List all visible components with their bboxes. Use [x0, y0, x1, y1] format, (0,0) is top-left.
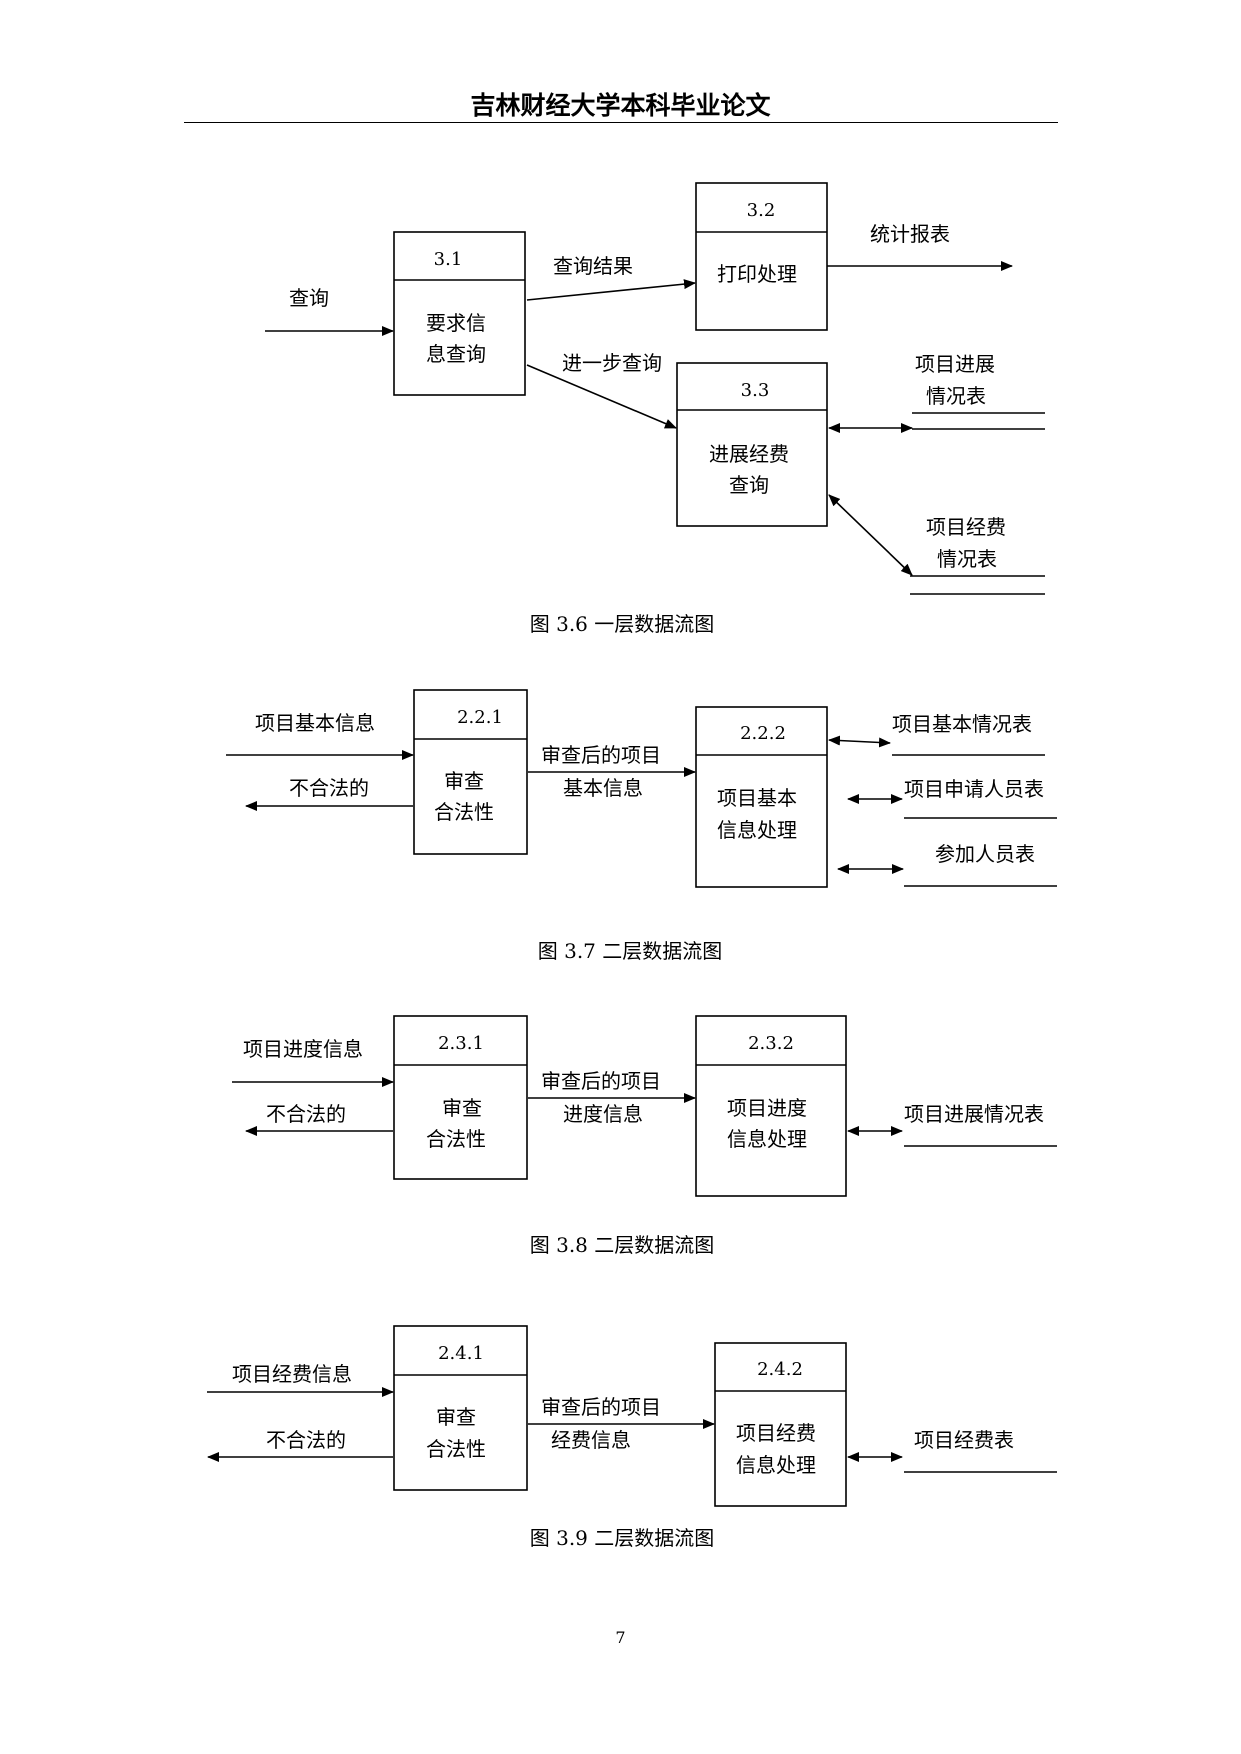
process-label: 审查 — [442, 1096, 482, 1120]
data-store: 项目经费表 — [904, 1428, 1057, 1473]
flow-arrow — [828, 735, 891, 748]
figure-caption: 图 3.9 二层数据流图 — [530, 1526, 715, 1550]
figure-3-7: 2.2.1 审查 合法性 2.2.2 项目基本 信息处理 项目基本信息 不合法的… — [226, 689, 1057, 963]
process-id: 3.3 — [741, 380, 770, 401]
process-label: 合法性 — [434, 800, 494, 824]
process-2-2-1: 2.2.1 审查 合法性 — [413, 689, 528, 855]
process-2-3-1: 2.3.1 审查 合法性 — [393, 1015, 528, 1180]
flow-label: 项目进度信息 — [243, 1037, 363, 1061]
process-label: 审查 — [444, 769, 484, 793]
figure-3-6: 3.1 要求信 息查询 3.2 打印处理 3.3 进展经费 查询 查询 查询结果… — [265, 182, 1045, 636]
process-3-3: 3.3 进展经费 查询 — [676, 362, 828, 527]
data-store: 项目进展 情况表 — [912, 352, 1045, 430]
process-id: 2.2.1 — [457, 707, 503, 728]
figure-3-8: 2.3.1 审查 合法性 2.3.2 项目进度 信息处理 项目进度信息 不合法的… — [232, 1015, 1057, 1257]
store-label: 参加人员表 — [935, 842, 1035, 866]
flow-arrow — [526, 279, 696, 301]
flow-label: 查询结果 — [553, 254, 633, 278]
figure-caption: 图 3.6 一层数据流图 — [530, 612, 715, 636]
store-label: 项目经费表 — [914, 1428, 1014, 1452]
flow-label: 基本信息 — [563, 776, 643, 800]
process-id: 2.4.1 — [438, 1343, 484, 1364]
process-label: 查询 — [729, 473, 769, 497]
process-id: 3.1 — [434, 249, 463, 270]
process-label: 息查询 — [426, 342, 486, 366]
data-store: 项目申请人员表 — [904, 777, 1057, 819]
process-2-3-2: 2.3.2 项目进度 信息处理 — [695, 1015, 847, 1197]
flow-label: 项目基本信息 — [255, 711, 375, 735]
process-3-2: 3.2 打印处理 — [695, 182, 828, 331]
flow-label: 审查后的项目 — [541, 1069, 661, 1093]
process-id: 2.4.2 — [757, 1359, 803, 1380]
process-id: 2.3.1 — [438, 1033, 484, 1054]
flow-label: 进一步查询 — [562, 351, 662, 375]
process-label: 要求信 — [426, 311, 486, 335]
process-label: 打印处理 — [717, 262, 797, 286]
header-rule — [184, 122, 1058, 123]
flow-label: 经费信息 — [551, 1428, 631, 1452]
flow-label: 审查后的项目 — [541, 1395, 661, 1419]
process-2-4-1: 2.4.1 审查 合法性 — [393, 1325, 528, 1491]
store-label: 项目基本情况表 — [892, 712, 1032, 736]
process-label: 项目经费 — [736, 1421, 816, 1445]
data-store: 项目基本情况表 — [892, 712, 1045, 756]
process-label: 合法性 — [426, 1127, 486, 1151]
store-label: 项目进展情况表 — [904, 1102, 1044, 1126]
flow-label: 不合法的 — [266, 1102, 346, 1126]
store-label: 情况表 — [926, 384, 986, 408]
flow-label: 项目经费信息 — [232, 1362, 352, 1386]
data-store: 项目经费 情况表 — [910, 515, 1045, 595]
process-id: 2.3.2 — [748, 1033, 794, 1054]
process-label: 进展经费 — [709, 442, 789, 466]
flow-label: 不合法的 — [266, 1428, 346, 1452]
process-label: 信息处理 — [736, 1453, 816, 1477]
process-label: 项目进度 — [727, 1096, 807, 1120]
store-label: 项目经费 — [926, 515, 1006, 539]
process-label: 信息处理 — [717, 818, 797, 842]
data-store: 参加人员表 — [904, 842, 1057, 887]
flow-arrow — [828, 494, 913, 576]
process-label: 审查 — [436, 1405, 476, 1429]
figure-caption: 图 3.7 二层数据流图 — [538, 939, 723, 963]
process-2-2-2: 2.2.2 项目基本 信息处理 — [695, 706, 828, 888]
process-label: 信息处理 — [727, 1127, 807, 1151]
store-label: 项目申请人员表 — [904, 777, 1044, 801]
process-id: 2.2.2 — [740, 723, 786, 744]
store-label: 情况表 — [937, 547, 997, 571]
store-label: 项目进展 — [915, 352, 995, 376]
figure-3-9: 2.4.1 审查 合法性 2.4.2 项目经费 信息处理 项目经费信息 不合法的… — [207, 1325, 1057, 1550]
process-label: 合法性 — [426, 1437, 486, 1461]
figure-caption: 图 3.8 二层数据流图 — [530, 1233, 715, 1257]
flow-label: 查询 — [289, 286, 329, 310]
page-number: 7 — [615, 1628, 626, 1647]
flow-label: 不合法的 — [289, 776, 369, 800]
process-3-1: 3.1 要求信 息查询 — [393, 231, 526, 396]
page-header-title: 吉林财经大学本科毕业论文 — [470, 91, 771, 120]
flow-label: 统计报表 — [870, 222, 950, 246]
process-id: 3.2 — [747, 200, 776, 221]
process-2-4-2: 2.4.2 项目经费 信息处理 — [714, 1342, 847, 1507]
data-store: 项目进展情况表 — [904, 1102, 1057, 1147]
flow-label: 审查后的项目 — [541, 743, 661, 767]
flow-arrow — [526, 364, 677, 429]
flow-label: 进度信息 — [563, 1102, 643, 1126]
process-label: 项目基本 — [717, 786, 797, 810]
